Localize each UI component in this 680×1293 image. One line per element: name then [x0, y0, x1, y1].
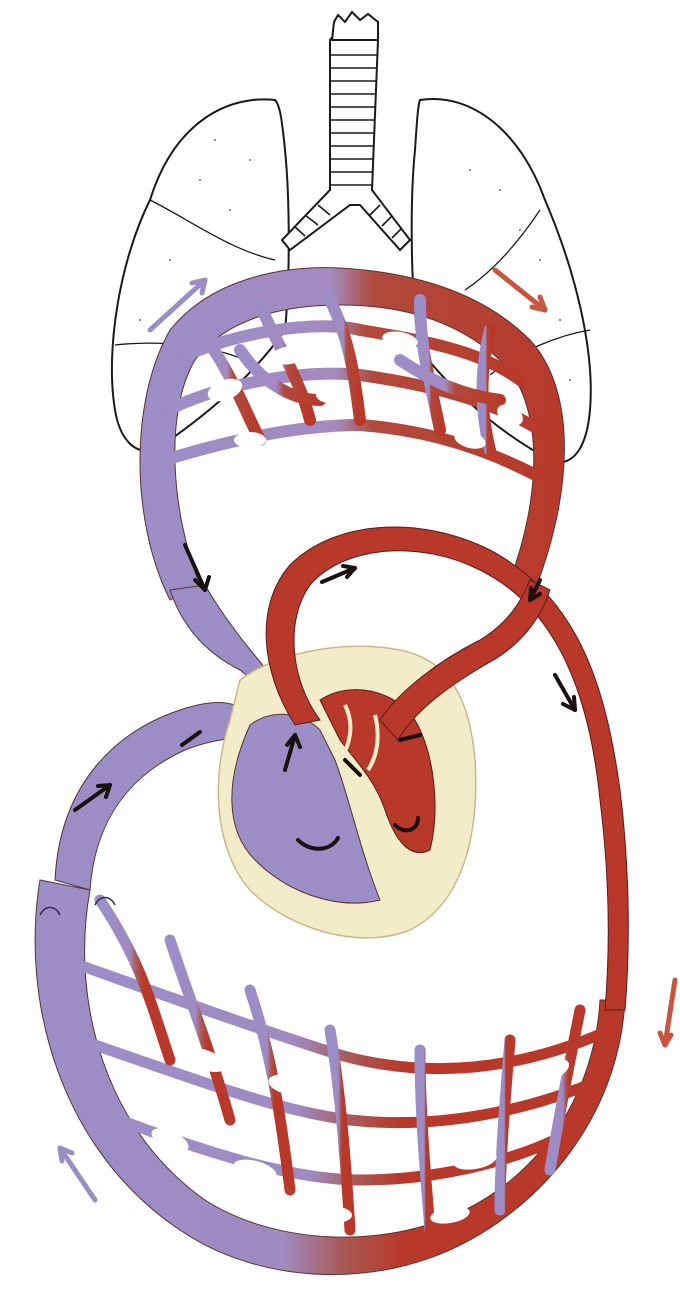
arrow-icon [60, 1148, 95, 1200]
systemic-capillary-network [35, 880, 625, 1275]
trachea [282, 12, 410, 250]
